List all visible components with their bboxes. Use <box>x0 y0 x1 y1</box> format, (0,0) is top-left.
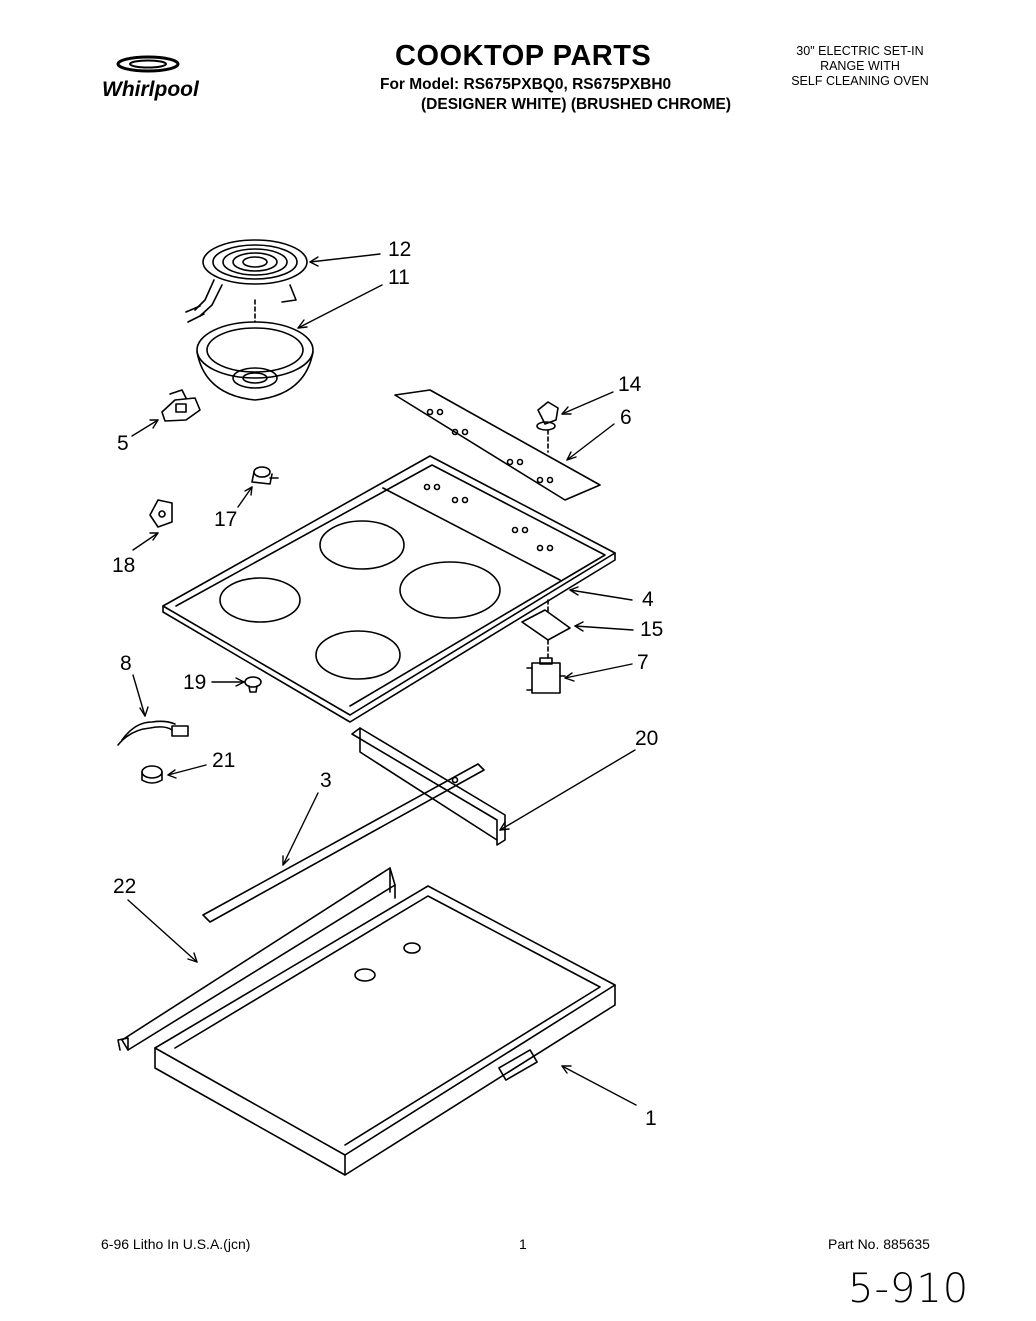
part-6-control-panel <box>394 389 601 501</box>
page-number: 1 <box>519 1236 527 1252</box>
page-title: COOKTOP PARTS <box>395 40 652 72</box>
description-line-2: RANGE WITH <box>820 59 900 73</box>
callout-6: 6 <box>620 406 632 429</box>
callout-numbers: 12 11 14 6 5 17 18 4 15 8 19 7 20 21 3 2… <box>112 238 663 1130</box>
callout-5: 5 <box>117 432 129 455</box>
part-21-plug <box>141 765 163 784</box>
part-22-panel <box>117 867 396 1051</box>
part-18-bracket <box>149 499 173 528</box>
description-line-3: SELF CLEANING OVEN <box>791 74 929 88</box>
callout-12: 12 <box>388 238 411 261</box>
callout-21: 21 <box>212 749 235 772</box>
callout-22: 22 <box>113 875 136 898</box>
callout-1: 1 <box>645 1107 657 1130</box>
callout-8: 8 <box>120 652 132 675</box>
brand-text: Whirlpool <box>102 78 200 101</box>
callout-19: 19 <box>183 671 206 694</box>
model-line: For Model: RS675PXBQ0, RS675PXBH0 <box>380 76 672 93</box>
part-4-cooktop <box>162 455 616 723</box>
part-8-wire-harness <box>117 720 189 746</box>
part-12-surface-element <box>185 239 308 323</box>
leader-arrows <box>127 253 637 1106</box>
callout-17: 17 <box>214 508 237 531</box>
callout-18: 18 <box>112 554 135 577</box>
part-20-bracket <box>351 727 506 846</box>
part-19-screw <box>244 676 262 693</box>
callout-20: 20 <box>635 727 658 750</box>
part-3-support-rod <box>202 763 485 923</box>
finish-line: (DESIGNER WHITE) (BRUSHED CHROME) <box>421 96 731 113</box>
part-17-part <box>251 466 279 485</box>
callout-11: 11 <box>388 266 410 289</box>
callout-7: 7 <box>637 651 649 674</box>
callout-4: 4 <box>642 588 654 611</box>
litho-note: 6-96 Litho In U.S.A.(jcn) <box>101 1236 251 1252</box>
description-line-1: 30" ELECTRIC SET-IN <box>796 44 924 58</box>
part-number: Part No. 885635 <box>828 1236 930 1252</box>
callout-15: 15 <box>640 618 663 641</box>
part-15-switch-plate <box>521 599 571 659</box>
part-5-terminal-block <box>161 389 201 422</box>
part-14-knob <box>536 401 559 453</box>
part-1-pan <box>154 885 616 1176</box>
product-description: 30" ELECTRIC SET-IN RANGE WITH SELF CLEA… <box>770 44 950 89</box>
part-7-infinite-switch <box>526 657 566 694</box>
callout-14: 14 <box>618 373 642 396</box>
callout-3: 3 <box>320 769 332 792</box>
whirlpool-logo: Whirlpool <box>100 50 260 108</box>
handwritten-note: 5-910 <box>848 1266 970 1312</box>
part-11-drip-bowl <box>196 299 314 401</box>
